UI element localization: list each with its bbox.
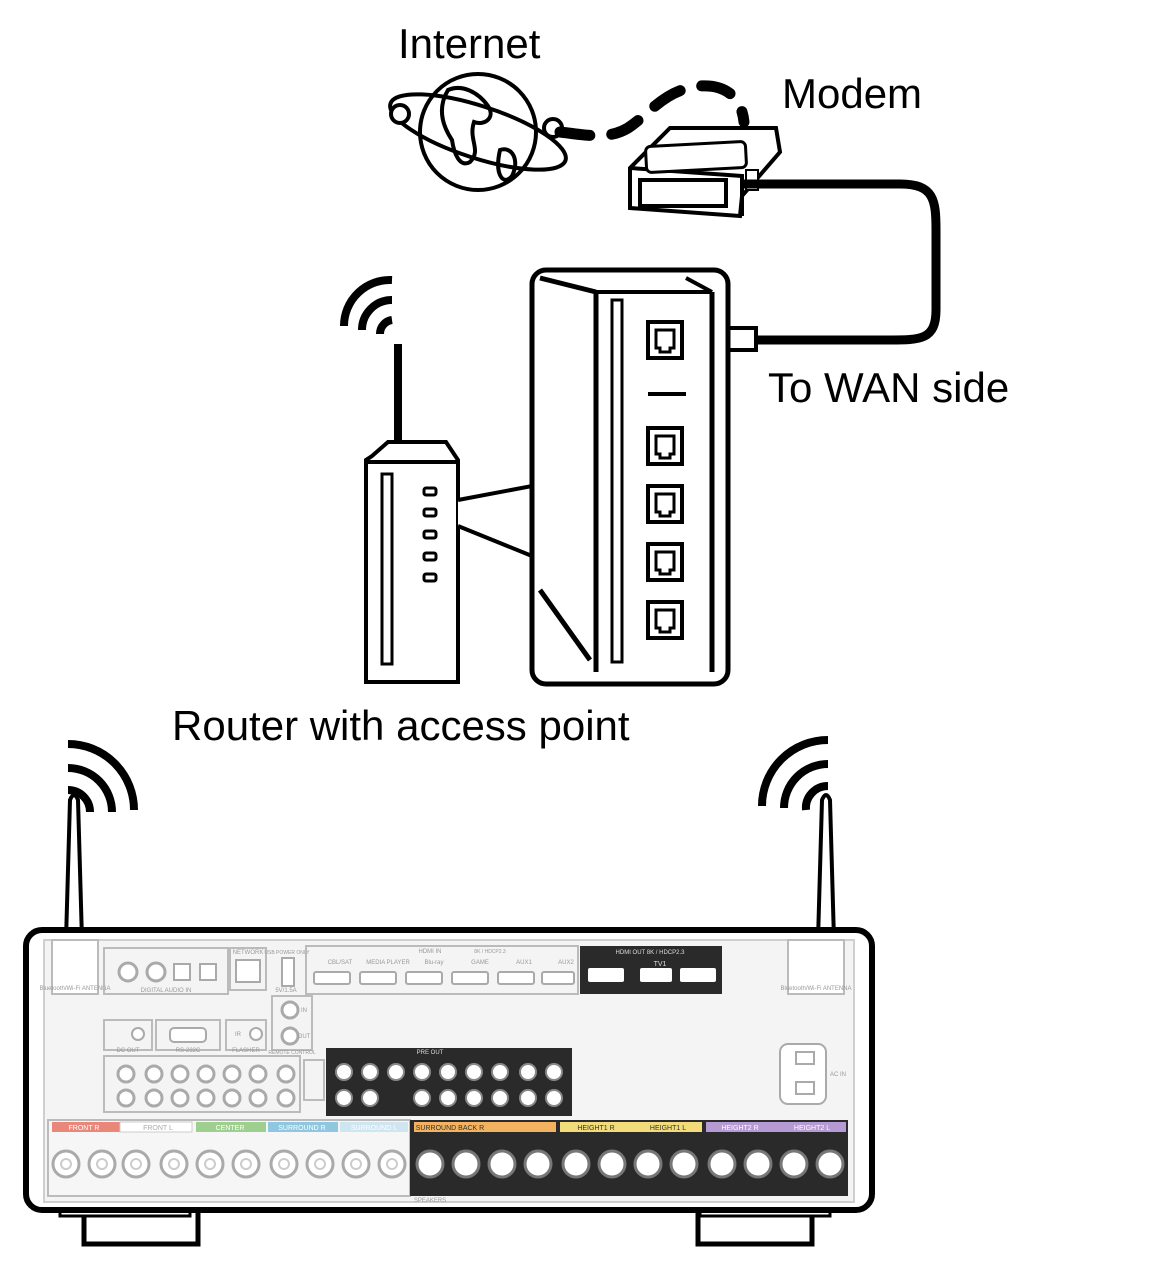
hdmi-input-label: MEDIA PLAYER — [366, 960, 410, 966]
receiver-antenna-right — [815, 793, 837, 942]
speaker-group-label: CENTER — [216, 1125, 245, 1132]
lan-port-icon — [646, 600, 684, 640]
antenna-label-right: Bluetooth/Wi-Fi ANTENNA — [780, 986, 851, 992]
remote-out-label: OUT — [298, 1034, 311, 1040]
usb-label: USB POWER ONLY — [264, 950, 310, 956]
speaker-group-label: HEIGHT2 L — [794, 1125, 830, 1132]
router-callout — [457, 483, 534, 559]
globe-icon — [388, 72, 568, 192]
tv1-label: TV1 — [654, 961, 667, 968]
hdmi-input-label: GAME — [471, 960, 489, 966]
wan-port-icon — [646, 320, 684, 360]
lan-port-icon — [646, 484, 684, 524]
modem-device — [628, 126, 783, 219]
modem-label: Modem — [782, 70, 923, 117]
internet-modem-link — [554, 80, 750, 142]
hdmi-out-label: HDMI OUT 8K / HDCP2.3 — [616, 950, 686, 956]
lan-port-icon — [646, 542, 684, 582]
speaker-group-label: FRONT L — [143, 1125, 173, 1132]
rs232c-label: RS-232C — [176, 1048, 201, 1054]
speaker-group-label: HEIGHT2 R — [721, 1125, 758, 1132]
router-label: Router with access point — [172, 702, 630, 749]
receiver-antenna-left — [63, 793, 85, 942]
router-device — [364, 344, 460, 684]
speaker-group-label: SURROUND L — [351, 1125, 397, 1132]
dc-out-label: DC OUT — [117, 1048, 140, 1054]
ac-in-label: AC IN — [830, 1072, 846, 1078]
flasher-label: FLASHER — [232, 1048, 260, 1054]
hdmi-input-label: AUX1 — [516, 960, 532, 966]
network-label: NETWORK — [233, 950, 264, 956]
router-wifi-icon — [339, 275, 393, 335]
hdmi-input-label: CBL/SAT — [328, 960, 353, 966]
hdmi-in-spec-label: 8K / HDCP2.3 — [474, 949, 506, 955]
speaker-group-label: SURROUND R — [278, 1125, 325, 1132]
speaker-group-label: SURROUND BACK R — [416, 1125, 484, 1132]
receiver-wifi-icon-left — [67, 740, 138, 813]
usb-power-label: 5V/1.5A — [275, 988, 296, 994]
pre-out-label: PRE OUT — [417, 1050, 444, 1056]
lan-port-icon — [646, 426, 684, 466]
speakers-label: SPEAKERS — [414, 1198, 446, 1204]
hdmi-input-label: AUX2 — [558, 960, 574, 966]
receiver-wifi-icon-right — [758, 736, 829, 811]
wan-cable — [742, 179, 941, 345]
hdmi-input-label: Blu-ray — [424, 960, 443, 966]
speaker-group-label: HEIGHT1 L — [650, 1125, 686, 1132]
digital-audio-in-label: DIGITAL AUDIO IN — [141, 988, 192, 994]
remote-in-label: IN — [301, 1008, 307, 1014]
speaker-group-label: FRONT R — [69, 1125, 100, 1132]
router-zoom-panel — [529, 267, 731, 687]
remote-control-label: REMOTE CONTROL — [268, 1050, 315, 1056]
antenna-label-left: Bluetooth/Wi-Fi ANTENNA — [39, 986, 110, 992]
av-receiver: Bluetooth/Wi-Fi ANTENNA Bluetooth/Wi-Fi … — [23, 927, 875, 1247]
ir-label: IR — [235, 1032, 242, 1038]
hdmi-in-label: HDMI IN — [419, 949, 442, 955]
wan-side-label: To WAN side — [768, 364, 1010, 411]
internet-label: Internet — [398, 20, 541, 67]
speaker-group-label: HEIGHT1 R — [577, 1125, 614, 1132]
router-ports — [646, 320, 684, 640]
